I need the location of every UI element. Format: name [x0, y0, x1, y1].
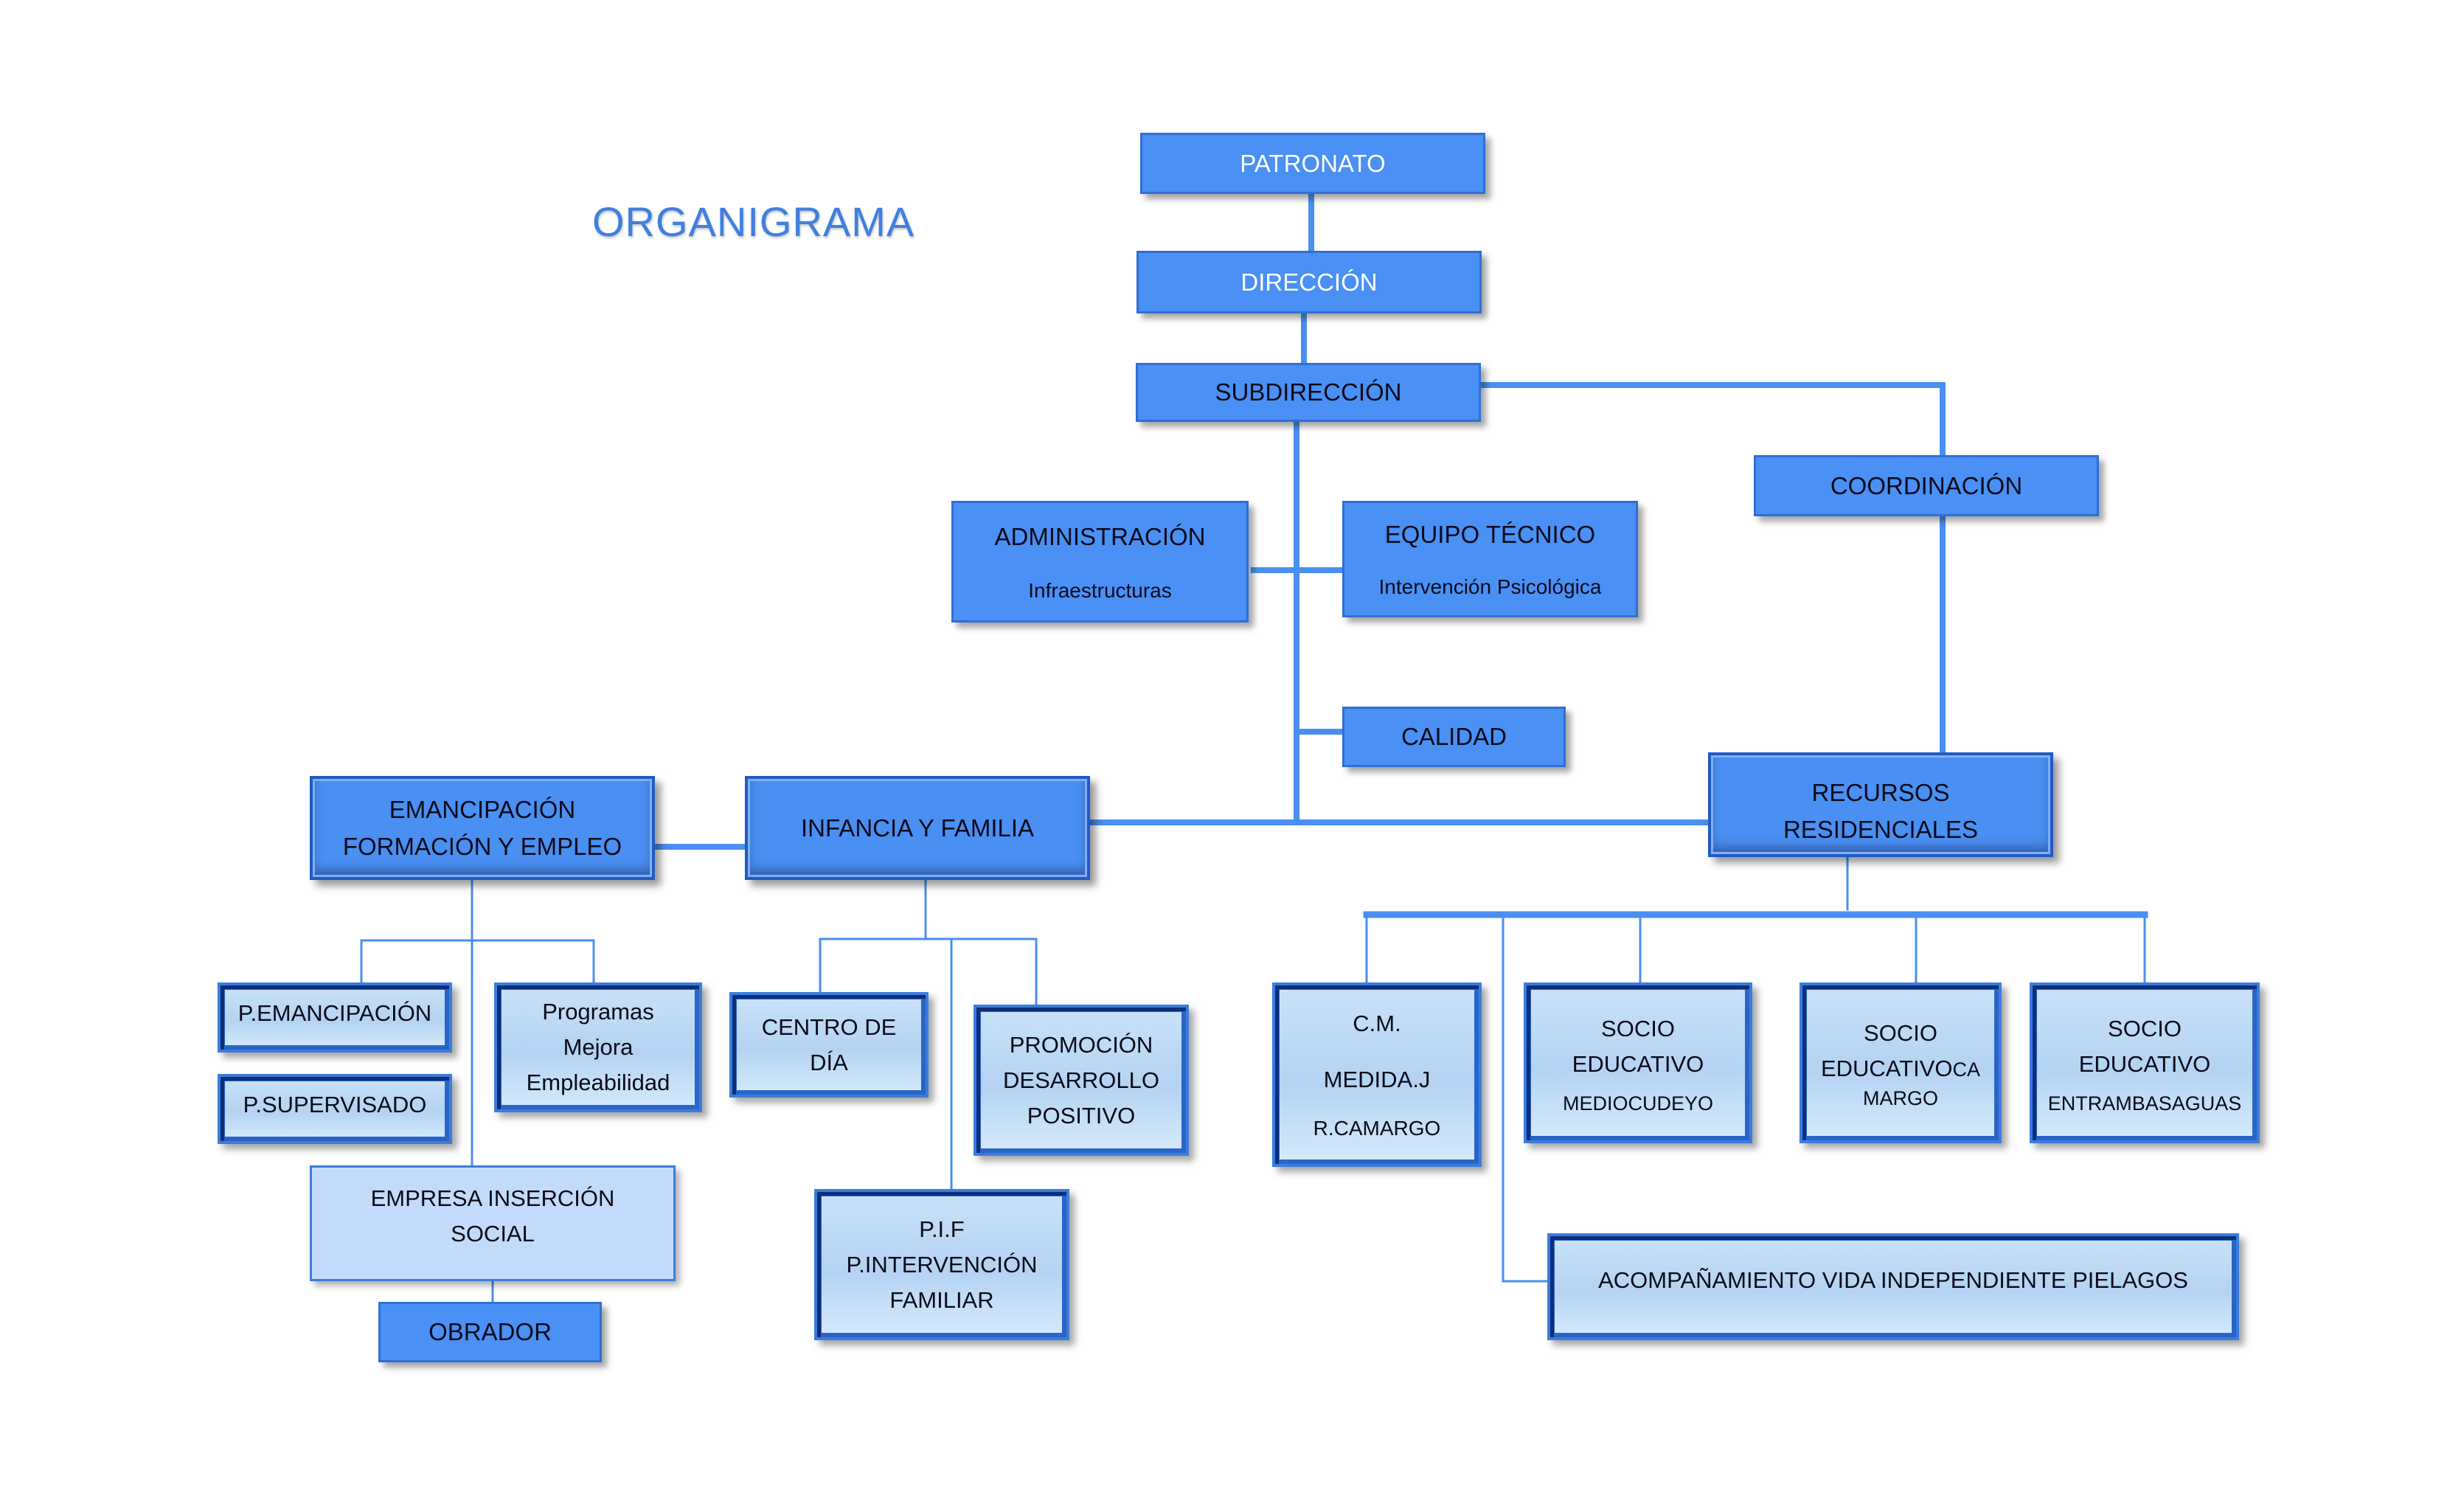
node-cm-medida: C.M. MEDIDA.J R.CAMARGO [1272, 982, 1482, 1167]
page-title: ORGANIGRAMA [592, 198, 915, 245]
socio-camargo-line2: EDUCATIVOCA [1820, 1056, 1981, 1081]
node-patronato: PATRONATO [1140, 133, 1485, 194]
node-centro-dia: CENTRO DE DÍA [729, 992, 929, 1098]
node-infancia-familia: INFANCIA Y FAMILIA [745, 776, 1090, 880]
node-coordinacion: COORDINACIÓN [1754, 455, 2099, 516]
node-equipo-tecnico: EQUIPO TÉCNICO Intervención Psicológica [1342, 501, 1638, 617]
node-socio-camargo: SOCIO EDUCATIVOCA MARGO [1800, 982, 2002, 1143]
node-emancipacion: EMANCIPACIÓN FORMACIÓN Y EMPLEO [310, 776, 655, 880]
node-calidad: CALIDAD [1342, 707, 1566, 767]
node-administracion: ADMINISTRACIÓN Infraestructuras [951, 501, 1249, 623]
node-empresa-insercion: EMPRESA INSERCIÓN SOCIAL [310, 1165, 676, 1281]
node-p-supervisado: P.SUPERVISADO [218, 1074, 452, 1144]
node-obrador: OBRADOR [378, 1302, 602, 1362]
node-recursos-residenciales: RECURSOS RESIDENCIALES [1708, 752, 2053, 857]
node-programas-mejora: Programas Mejora Empleabilidad [494, 982, 702, 1112]
node-promocion: PROMOCIÓN DESARROLLO POSITIVO [974, 1005, 1189, 1156]
node-direccion: DIRECCIÓN [1136, 251, 1482, 313]
node-socio-mediocudeyo: SOCIO EDUCATIVO MEDIOCUDEYO [1524, 982, 1752, 1143]
node-socio-entrambasaguas: SOCIO EDUCATIVO ENTRAMBASAGUAS [2030, 982, 2260, 1143]
node-subdireccion: SUBDIRECCIÓN [1136, 363, 1481, 422]
node-p-emancipacion: P.EMANCIPACIÓN [218, 982, 452, 1053]
node-acompanamiento: ACOMPAÑAMIENTO VIDA INDEPENDIENTE PIELAG… [1547, 1233, 2239, 1340]
node-pif: P.I.F P.INTERVENCIÓN FAMILIAR [814, 1189, 1069, 1340]
